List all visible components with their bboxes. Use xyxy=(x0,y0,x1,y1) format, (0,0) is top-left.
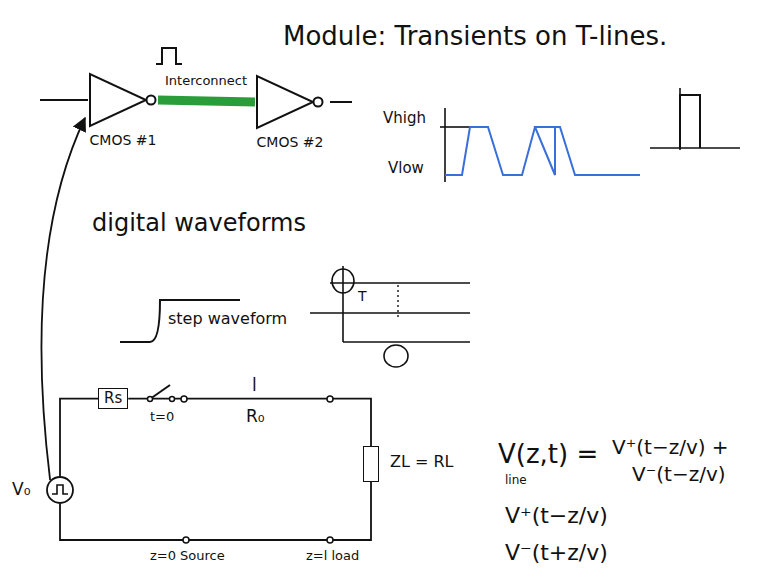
axis xyxy=(444,108,446,182)
wire xyxy=(128,399,371,446)
loop xyxy=(332,269,354,293)
triangle xyxy=(90,74,146,126)
subscript: line xyxy=(505,474,527,488)
symbol-label: T xyxy=(358,288,367,304)
input-wire xyxy=(40,99,88,101)
equation: V⁻(t+z/v) xyxy=(505,540,608,565)
equation: V(z,t) = xyxy=(498,440,598,470)
impedance-label: R₀ xyxy=(246,407,265,427)
equation: V⁺(t−z/v) + xyxy=(612,436,729,459)
bubble xyxy=(314,98,323,107)
triangle xyxy=(257,76,313,128)
terminal xyxy=(327,537,333,543)
interconnect-line xyxy=(158,100,255,102)
circle xyxy=(384,345,408,367)
axis xyxy=(650,147,740,149)
cmos-inverter: CMOS #1 xyxy=(88,72,158,148)
position-label: z=0 Source xyxy=(150,549,225,564)
terminal xyxy=(181,396,187,402)
pulse-symbol xyxy=(156,48,182,64)
line xyxy=(343,341,470,343)
switch-label: t=0 xyxy=(150,410,174,425)
source-symbol xyxy=(46,476,74,504)
line xyxy=(310,312,470,314)
level-label: Vhigh xyxy=(383,110,426,127)
level-label: Vlow xyxy=(388,160,424,177)
dashed-line xyxy=(397,285,398,318)
position-label: z=l load xyxy=(306,549,359,564)
node-label: Rs xyxy=(104,390,122,407)
note: step waveform xyxy=(168,310,287,328)
node-label: V₀ xyxy=(12,480,30,500)
inverter-symbol xyxy=(88,72,158,128)
switch-contact xyxy=(170,397,175,402)
wire xyxy=(60,482,371,540)
circle xyxy=(47,477,73,503)
resistor-box: Rs xyxy=(98,388,128,409)
wire xyxy=(41,118,85,480)
axis xyxy=(342,266,344,342)
note: digital waveforms xyxy=(92,210,306,238)
equation: V⁺(t−z/v) xyxy=(505,503,608,528)
line xyxy=(330,282,470,284)
cmos-inverter: CMOS #2 xyxy=(255,74,325,150)
terminal xyxy=(327,396,333,402)
inverter-symbol xyxy=(255,74,325,130)
wire xyxy=(60,399,98,476)
high-level-line xyxy=(440,126,472,128)
switch-blade xyxy=(150,385,170,399)
bubble xyxy=(147,96,156,105)
equation: V⁻(t−z/v) xyxy=(632,463,726,486)
dimension-label: l xyxy=(252,376,257,396)
connector-label: Interconnect xyxy=(163,74,249,89)
node-label: CMOS #2 xyxy=(255,134,325,150)
pulse xyxy=(680,95,700,148)
pulse xyxy=(52,485,68,494)
switch-contact xyxy=(148,397,153,402)
node-label: CMOS #1 xyxy=(88,132,158,148)
resistor-symbol: ZL = RL xyxy=(363,446,379,482)
voltage-source: V₀ xyxy=(46,476,74,504)
digital-waveform xyxy=(445,127,640,175)
title: Module: Transients on T-lines. xyxy=(283,22,667,52)
node-label: ZL = RL xyxy=(390,453,453,471)
terminal xyxy=(183,537,189,543)
output-wire xyxy=(330,101,352,103)
